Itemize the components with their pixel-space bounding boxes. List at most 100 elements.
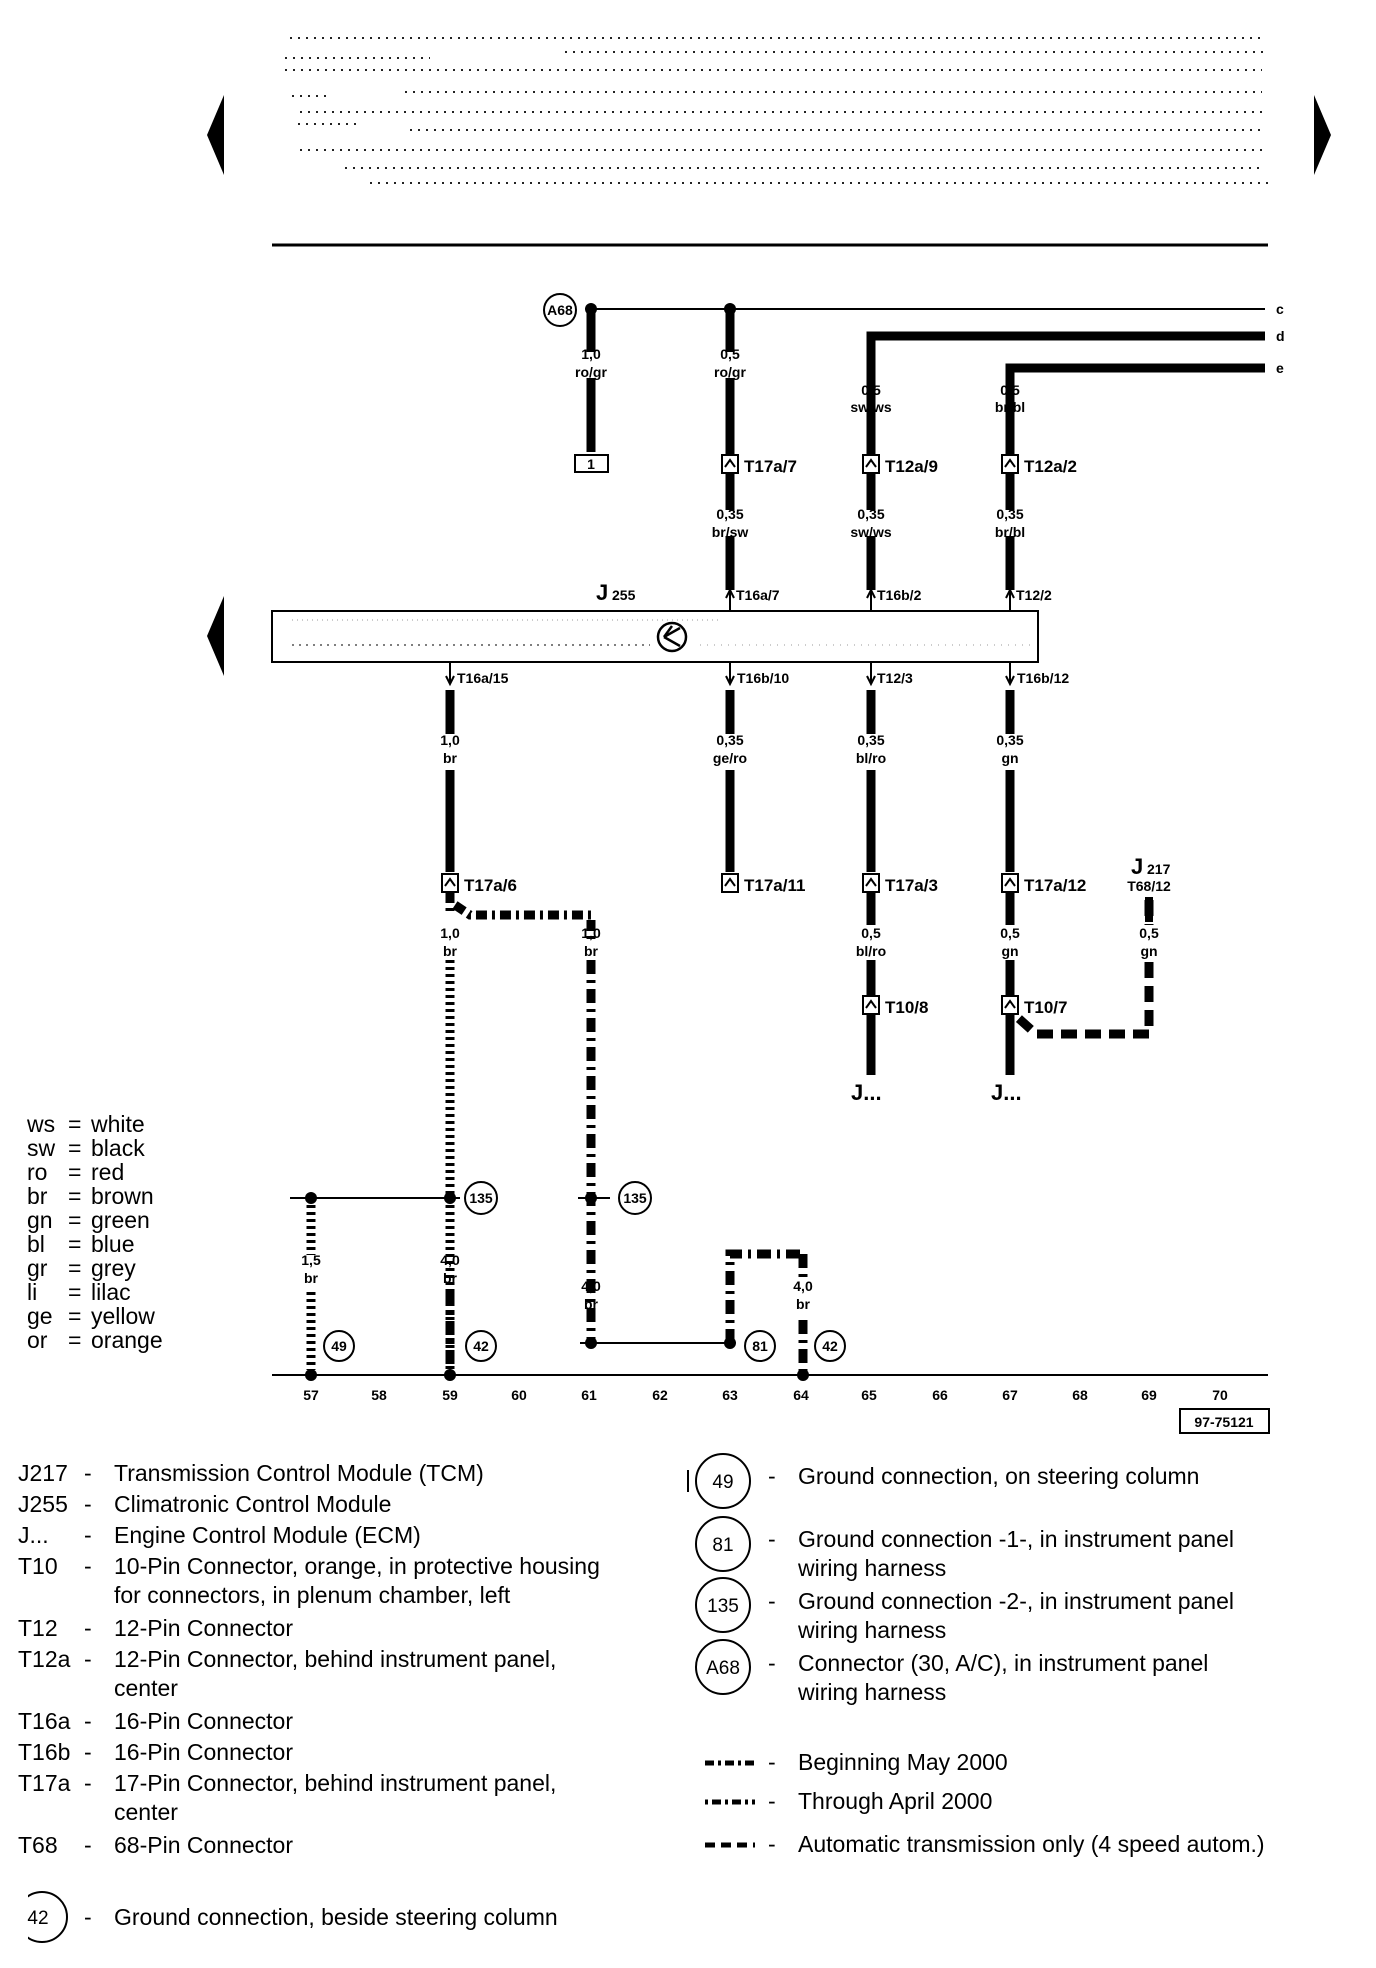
ground-135-label: 135 bbox=[623, 1190, 647, 1206]
color-name: yellow bbox=[91, 1303, 155, 1329]
legend-dash: - bbox=[84, 1646, 92, 1672]
connector-label: T12a/9 bbox=[885, 457, 938, 476]
wire-size-label: 0,5 bbox=[1000, 925, 1020, 941]
wire-color-label: br bbox=[443, 1270, 458, 1286]
legend-dash: - bbox=[768, 1588, 776, 1614]
legend-dash: - bbox=[768, 1526, 776, 1552]
legend-code: T16b bbox=[18, 1739, 70, 1765]
terminal-box-1 bbox=[574, 454, 609, 473]
color-name: white bbox=[90, 1111, 145, 1137]
color-code-legend: ws = white sw = black ro = red br = brow… bbox=[26, 1111, 163, 1353]
color-code: or bbox=[27, 1327, 48, 1353]
legend-connector-a68-symbol bbox=[695, 1639, 751, 1695]
connector-label: T17a/12 bbox=[1024, 876, 1086, 895]
wire-color-label: br bbox=[584, 943, 599, 959]
color-code-eq: = bbox=[68, 1231, 81, 1257]
wire-color-label: ro/gr bbox=[575, 364, 607, 380]
lower-wire-lines bbox=[445, 690, 1015, 872]
component-legend-right: 49 - Ground connection, on steering colu… bbox=[687, 1453, 1234, 1705]
connector-label: T10/7 bbox=[1024, 998, 1067, 1017]
mid-wire-lines bbox=[725, 473, 1015, 510]
legend-dash: - bbox=[768, 1650, 776, 1676]
legend-dash: - bbox=[84, 1708, 92, 1734]
connector-symbol-icon bbox=[862, 995, 1019, 1015]
legend-ground-135-code: 135 bbox=[707, 1596, 739, 1617]
legend-code: J217 bbox=[18, 1460, 68, 1486]
wire-size-label: 4,0 bbox=[581, 1278, 601, 1294]
module-j217-letter: J bbox=[1131, 854, 1143, 879]
connector-label: T10/8 bbox=[885, 998, 928, 1017]
color-name: brown bbox=[91, 1183, 154, 1209]
wire-color-label: bl/ro bbox=[856, 943, 886, 959]
wire-color-label: br/sw bbox=[712, 524, 749, 540]
wire-size-label: 1,0 bbox=[581, 346, 601, 362]
ground-42-label: 42 bbox=[822, 1338, 838, 1354]
legend-dash: - bbox=[768, 1463, 776, 1489]
pin-arrow-icon bbox=[445, 662, 1015, 687]
color-name: lilac bbox=[91, 1279, 131, 1305]
legend-ground-49-code: 49 bbox=[712, 1472, 733, 1493]
wire-color-label: ro/gr bbox=[714, 364, 746, 380]
color-code-eq: = bbox=[68, 1255, 81, 1281]
connector-label: T17a/6 bbox=[464, 876, 517, 895]
connector-label: T17a/11 bbox=[744, 876, 805, 895]
color-code-eq: = bbox=[68, 1207, 81, 1233]
terminal-c-label: c bbox=[1276, 301, 1284, 317]
wire-size-label: 0,5 bbox=[861, 382, 881, 398]
wire-size-label: 4,0 bbox=[440, 1252, 460, 1268]
legend-text: 12-Pin Connector, behind instrument pane… bbox=[114, 1646, 556, 1672]
wire-color-label: br bbox=[584, 1296, 599, 1312]
module-pin-label: T16b/2 bbox=[877, 587, 922, 603]
legend-text: wiring harness bbox=[797, 1679, 946, 1705]
legend-dash: - bbox=[768, 1788, 776, 1814]
track-number: 66 bbox=[932, 1387, 948, 1403]
legend-symbol-mask bbox=[14, 1890, 28, 1944]
module-pin-label: T12/3 bbox=[877, 670, 913, 686]
wire-size-label: 0,35 bbox=[857, 732, 884, 748]
pin-arrow-icon bbox=[725, 587, 1015, 610]
current-track-numbers: 57 58 59 60 61 62 63 64 65 66 67 68 69 7… bbox=[303, 1387, 1228, 1403]
color-code-eq: = bbox=[68, 1183, 81, 1209]
track-number: 70 bbox=[1212, 1387, 1228, 1403]
splice-a68-symbol bbox=[543, 293, 577, 327]
track-number: 60 bbox=[511, 1387, 527, 1403]
ground-135-label: 135 bbox=[469, 1190, 493, 1206]
color-name: grey bbox=[91, 1255, 136, 1281]
module-j217-pin: T68/12 bbox=[1127, 878, 1171, 894]
legend-text: Ground connection -2-, in instrument pan… bbox=[798, 1588, 1234, 1614]
legend-text: center bbox=[114, 1675, 178, 1701]
legend-dash: - bbox=[84, 1522, 92, 1548]
legend-text: Ground connection, on steering column bbox=[798, 1463, 1199, 1489]
wire-color-label: br/bl bbox=[995, 399, 1025, 415]
terminal-e-label: e bbox=[1276, 360, 1284, 376]
color-code-eq: = bbox=[68, 1135, 81, 1161]
color-code: gn bbox=[27, 1207, 53, 1233]
legend-text: Ground connection, beside steering colum… bbox=[114, 1904, 558, 1930]
through-april-wires bbox=[445, 892, 596, 940]
module-pin-label: T12/2 bbox=[1016, 587, 1052, 603]
nav-prev-arrow-icon[interactable] bbox=[207, 95, 224, 175]
ecm-label: J... bbox=[851, 1080, 882, 1105]
legend-ground-81-code: 81 bbox=[712, 1535, 733, 1556]
wire-size-label: 0,5 bbox=[1000, 382, 1020, 398]
mid-wire-lines-lower bbox=[725, 540, 1015, 588]
color-name: red bbox=[91, 1159, 124, 1185]
wire-size-label: 4,0 bbox=[793, 1278, 813, 1294]
module-pin-label: T16b/12 bbox=[1017, 670, 1069, 686]
module-pin-label: T16a/7 bbox=[736, 587, 780, 603]
wire-color-label: br bbox=[796, 1296, 811, 1312]
ground-81-label: 81 bbox=[752, 1338, 768, 1354]
color-code: ge bbox=[27, 1303, 53, 1329]
connector-label: T17a/3 bbox=[885, 876, 938, 895]
legend-dash: - bbox=[84, 1770, 92, 1796]
component-legend-left: J217 - Transmission Control Module (TCM)… bbox=[18, 1460, 600, 1858]
wire-size-label: 0,35 bbox=[716, 732, 743, 748]
ground-splice-dot bbox=[305, 1192, 809, 1381]
splice-a68-label: A68 bbox=[547, 302, 573, 318]
nav-next-arrow-icon[interactable] bbox=[1314, 95, 1331, 175]
module-j255-box bbox=[271, 610, 1039, 663]
legend-text: for connectors, in plenum chamber, left bbox=[114, 1582, 511, 1608]
wire-color-label: br bbox=[443, 943, 458, 959]
legend-text: Climatronic Control Module bbox=[114, 1491, 391, 1517]
module-nav-arrow-icon[interactable] bbox=[207, 596, 224, 676]
